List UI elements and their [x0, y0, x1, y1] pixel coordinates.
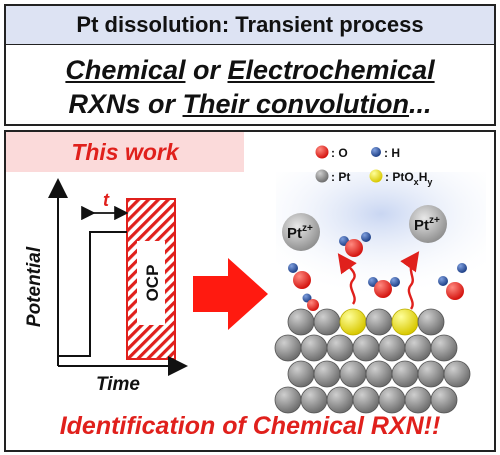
pt-ion-right-label: Ptz+: [414, 215, 440, 234]
pt-lattice-atom: [274, 386, 302, 414]
pt-lattice-atom: [326, 386, 354, 414]
header-line-2: RXNs or Their convolution...: [6, 89, 494, 120]
legend-platinum-icon: [315, 169, 329, 183]
legend-ptoxhy-icon: [369, 169, 383, 183]
x-axis-label: Time: [96, 374, 140, 395]
this-work-panel: This work: [4, 130, 496, 452]
header-title-band: Pt dissolution: Transient process: [6, 6, 494, 45]
pt-lattice-atom: [352, 334, 380, 362]
pt-lattice-atom: [417, 308, 445, 336]
pt-ion-left: [282, 213, 320, 251]
pt-lattice-atom: [443, 360, 471, 388]
ptoxhy-surface-atom: [391, 308, 419, 336]
hydroxyl: [302, 293, 319, 311]
pt-lattice-atom: [365, 360, 393, 388]
header-box: Pt dissolution: Transient process Chemic…: [4, 4, 496, 126]
header-electrochemical: Electrochemical: [227, 55, 435, 85]
y-axis-label: Potential: [24, 246, 45, 327]
pt-lattice-atom: [313, 308, 341, 336]
footer-conclusion: Identification of Chemical RXN!!: [59, 412, 441, 440]
pt-surface-lattice: [274, 308, 471, 414]
pt-lattice-atom: [378, 334, 406, 362]
pt-lattice-atom: [391, 360, 419, 388]
pt-ion-right: [409, 205, 447, 243]
legend-oxygen-label: : O: [331, 146, 348, 160]
pt-lattice-atom: [404, 386, 432, 414]
pt-lattice-atom: [430, 334, 458, 362]
pt-lattice-atom: [417, 360, 445, 388]
ocp-label: OCP: [143, 265, 162, 302]
pt-lattice-atom: [300, 386, 328, 414]
ocp-region: [126, 198, 176, 360]
potential-trace: [58, 231, 127, 357]
header-or-1: or: [185, 55, 228, 85]
pt-lattice-atom: [300, 334, 328, 362]
legend-hydrogen-icon: [371, 147, 381, 157]
pt-lattice-atom: [313, 360, 341, 388]
header-ellipsis: ...: [409, 89, 432, 119]
water-molecule: [368, 277, 400, 298]
pt-lattice-atom: [430, 386, 458, 414]
water-molecule: [339, 232, 371, 257]
ptoxhy-surface-atom: [339, 308, 367, 336]
legend-platinum-label: : Pt: [331, 170, 350, 184]
legend-hydrogen-label: : H: [384, 146, 400, 160]
t-label: t: [103, 190, 110, 210]
dissolution-arrow-right: [400, 251, 420, 310]
pt-lattice-atom: [339, 360, 367, 388]
this-work-label: This work: [71, 139, 179, 165]
pt-lattice-atom: [352, 386, 380, 414]
header-title: Pt dissolution: Transient process: [76, 12, 424, 37]
mechanism-diagram: OCP t Potential Time : O : H : Pt : PtOx…: [24, 145, 486, 414]
pt-lattice-atom: [365, 308, 393, 336]
legend-ptoxhy-label: : PtOxHy: [385, 170, 432, 187]
pt-lattice-atom: [326, 334, 354, 362]
header-convolution: Their convolution: [182, 89, 410, 119]
this-work-tag: This work: [6, 132, 244, 172]
pt-lattice-atom: [378, 386, 406, 414]
pt-lattice-atom: [287, 308, 315, 336]
header-line-1: Chemical or Electrochemical: [6, 55, 494, 86]
ocp-label-box: [137, 241, 165, 325]
big-red-arrow: [193, 258, 268, 330]
pt-lattice-atom: [404, 334, 432, 362]
legend-oxygen-icon: [315, 145, 329, 159]
hydroxyl: [288, 263, 311, 289]
pt-lattice-atom: [287, 360, 315, 388]
water-molecule: [438, 263, 467, 300]
pt-ion-left-label: Ptz+: [287, 223, 313, 242]
pt-lattice-atom: [274, 334, 302, 362]
header-rxns: RXNs: [68, 89, 141, 119]
header-chemical: Chemical: [65, 55, 186, 85]
dissolution-arrow-left: [337, 253, 357, 305]
header-or-2: or: [140, 89, 183, 119]
